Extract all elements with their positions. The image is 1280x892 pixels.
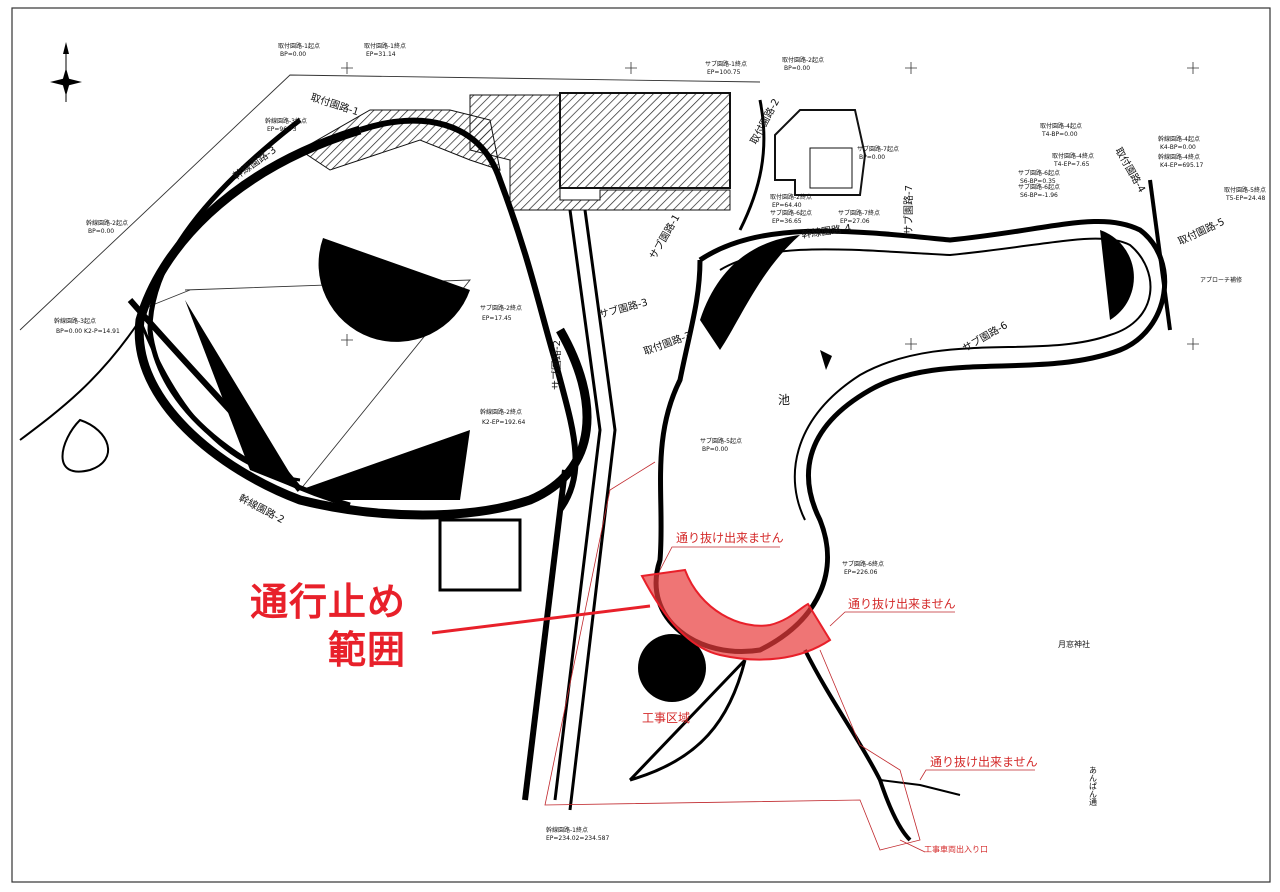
street-label: あんぱん通 <box>1089 766 1098 807</box>
tree-circle <box>638 634 706 702</box>
point-note-name: 取付園路-4起点 <box>1040 122 1082 130</box>
vehicle-entrance-label: 工事車両出入り口 <box>924 844 988 854</box>
closure-range-callout: 通行止め 範囲 <box>246 578 406 674</box>
point-note-value: BP=0.00 <box>280 51 306 58</box>
point-note-name: 取付園路-2起点 <box>782 56 824 64</box>
point-note-value: BP=0.00 <box>859 154 885 161</box>
planting-area <box>185 300 300 490</box>
point-note-value: EP=31.14 <box>366 51 396 58</box>
point-note-name: 幹線園路-2終点 <box>480 408 522 416</box>
point-note-value: S6-BP=0.35 <box>1020 178 1056 185</box>
point-note-name: 幹線園路-2起点 <box>86 219 128 227</box>
point-note-name: 幹線園路-3起点 <box>54 317 96 325</box>
roads-central <box>522 209 617 811</box>
road-label-trunk-2: 幹線園路-2 <box>237 491 287 526</box>
pond-marker <box>820 350 832 370</box>
grid-crosshairs <box>341 62 1199 350</box>
road-label-access-1: 取付園路-1 <box>309 90 361 118</box>
road-label-sub-1: サブ園路-1 <box>646 212 682 262</box>
road-label-access-4: 取付園路-4 <box>1112 145 1148 195</box>
point-note-name: 幹線園路-4起点 <box>1158 135 1200 143</box>
point-note-value: K4-EP=695.17 <box>1160 162 1204 169</box>
point-notes: 取付園路-1起点 BP=0.00 取付園路-1終点 EP=31.14 幹線園路-… <box>54 42 1266 842</box>
shrine-label: 月窓神社 <box>1058 639 1090 649</box>
point-note-name: 取付園路-2終点 <box>770 193 812 201</box>
point-note-value: T4-EP=7.65 <box>1053 161 1090 168</box>
notice-leaders <box>659 546 1035 853</box>
point-note-name: サブ園路-7起点 <box>857 145 899 153</box>
point-note-value: EP=226.06 <box>844 569 878 576</box>
closure-callout-line <box>431 604 651 635</box>
construction-area-label: 工事区域 <box>642 711 690 725</box>
point-note-value: BP=0.00 <box>88 228 114 235</box>
road-label-sub-6: サブ園路-6 <box>960 318 1010 354</box>
point-note-value: EP=100.75 <box>707 69 741 76</box>
point-note-value: EP=234.02=234.587 <box>546 835 609 842</box>
road-label-sub-3: サブ園路-3 <box>597 295 649 320</box>
closure-callout-line2: 範囲 <box>327 628 406 672</box>
point-note-name: サブ園路-7終点 <box>838 209 880 217</box>
point-note-name: 幹線園路-3終点 <box>265 117 307 125</box>
point-note-name: サブ園路-6起点 <box>770 209 812 217</box>
point-note-name: 取付園路-4終点 <box>1052 152 1094 160</box>
planting-area <box>300 430 470 500</box>
point-note-value: EP=64.40 <box>772 202 802 209</box>
no-through-notice-2: 通り抜け出来ません <box>848 597 956 611</box>
point-note-value: EP=27.06 <box>840 218 870 225</box>
point-note-name: サブ園路-6終点 <box>842 560 884 568</box>
point-note-value: BP=0.00 <box>784 65 810 72</box>
small-building <box>438 518 522 592</box>
planting-area <box>700 235 800 350</box>
point-note-value: T4-BP=0.00 <box>1041 131 1078 138</box>
point-note-name: サブ園路-2終点 <box>480 304 522 312</box>
road-label-sub-2: サブ園路-2 <box>550 340 563 390</box>
point-note-name: 幹線園路-1終点 <box>546 826 588 834</box>
point-note-value: EP=17.45 <box>482 315 512 322</box>
planting-area <box>1100 230 1134 320</box>
point-note-name: サブ園路-5起点 <box>700 437 742 445</box>
management-building <box>774 109 867 196</box>
north-arrow-icon <box>50 42 82 102</box>
point-note-value: S6-BP=-1.96 <box>1020 192 1058 199</box>
point-note-name: サブ園路-1終点 <box>705 60 747 68</box>
point-note-name: 幹線園路-4終点 <box>1158 153 1200 161</box>
point-note-name: サブ園路-6起点 <box>1018 169 1060 177</box>
construction-path <box>628 658 747 782</box>
no-through-notice-3: 通り抜け出来ません <box>930 755 1038 769</box>
point-note-name: サブ園路-6起点 <box>1018 183 1060 191</box>
point-note-name: 取付園路-5終点 <box>1224 186 1266 194</box>
point-note-value: BP=0.00 <box>702 446 728 453</box>
drawing-frame <box>11 7 1271 883</box>
point-note-name: 取付園路-1起点 <box>278 42 320 50</box>
point-note-value: EP=36.65 <box>772 218 802 225</box>
no-through-notice-1: 通り抜け出来ません <box>676 531 784 545</box>
point-note-name: 取付園路-1終点 <box>364 42 406 50</box>
point-note-value: EP=96.73 <box>267 126 297 133</box>
closure-area-highlight <box>640 568 832 661</box>
point-note-value: T5-EP=24.48 <box>1225 195 1265 202</box>
roads-pond-loop <box>653 99 1172 842</box>
point-note-value: K4-BP=0.00 <box>1160 144 1196 151</box>
closure-callout-line1: 通行止め <box>249 580 406 624</box>
road-label-sub-7: サブ園路-7 <box>902 185 915 235</box>
point-note-value: K2-EP=192.64 <box>482 419 526 426</box>
hatched-building <box>299 92 731 211</box>
road-label-approach: アプローチ補修 <box>1200 276 1242 284</box>
road-label-access-5: 取付園路-5 <box>1176 215 1227 248</box>
pond-label: 池 <box>778 393 790 407</box>
planting-area <box>318 238 470 342</box>
point-note-value: BP=0.00 K2-P=14.91 <box>56 328 120 335</box>
construction-area-outline <box>544 461 921 851</box>
